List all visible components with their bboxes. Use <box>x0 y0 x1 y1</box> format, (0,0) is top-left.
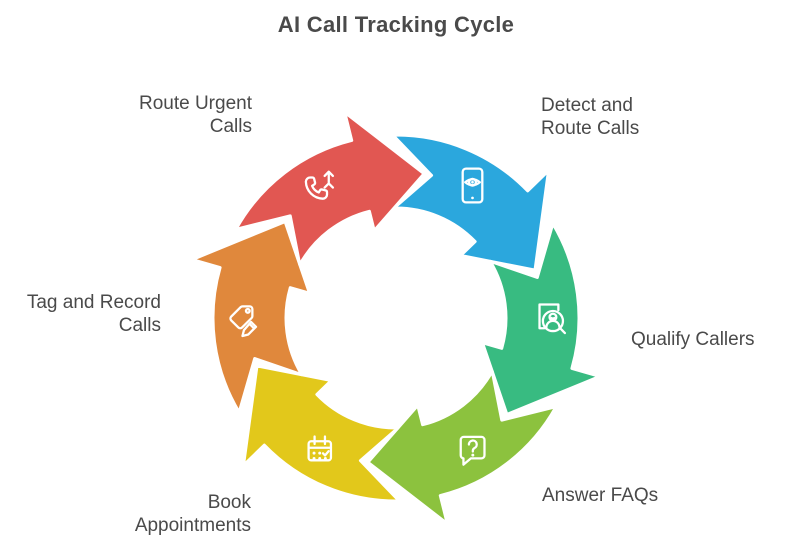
tag-and-record-calls-segment <box>190 220 311 414</box>
chat-question-icon <box>459 435 486 466</box>
book-appointments-segment <box>242 364 401 503</box>
tag-pencil-icon <box>229 305 258 338</box>
label-answer-faqs: Answer FAQs <box>542 485 659 506</box>
label-tag-and-record-calls: Tag and Record Calls <box>26 292 161 337</box>
qualify-callers-segment <box>481 222 602 416</box>
label-route-urgent-calls: Route Urgent Calls <box>138 93 252 138</box>
answer-faqs-segment <box>366 369 558 526</box>
label-book-appointments: Book Appointments <box>134 492 251 537</box>
page-title: AI Call Tracking Cycle <box>277 12 515 37</box>
smartphone-eye-icon <box>461 167 484 204</box>
route-urgent-calls-segment <box>234 110 426 267</box>
phone-forward-icon <box>304 170 335 200</box>
label-qualify-callers: Qualify Callers <box>631 329 755 350</box>
calendar-check-icon <box>307 435 333 462</box>
label-detect-and-route-calls: Detect and Route Calls <box>541 95 640 140</box>
caller-search-icon <box>538 303 567 335</box>
